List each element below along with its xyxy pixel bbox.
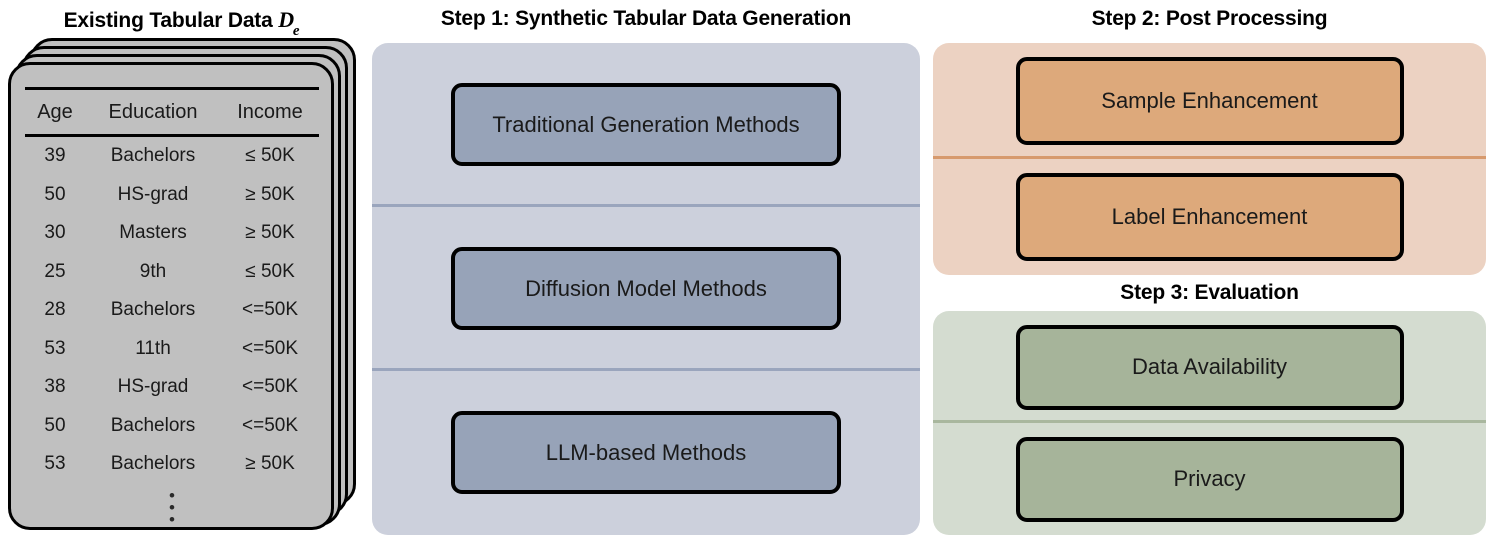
table-header: Age Education Income: [25, 87, 319, 137]
node-label: Sample Enhancement: [1101, 88, 1318, 113]
step1-divider-1: [372, 203, 920, 207]
cell-age: 50: [44, 183, 66, 205]
node-label: Traditional Generation Methods: [492, 111, 800, 137]
table-body: 39 Bachelors ≤ 50K 50 HS-grad ≥ 50K 30: [25, 136, 319, 484]
node-label: Privacy: [1173, 466, 1246, 491]
cell-education: 9th: [139, 260, 167, 282]
cell-education: HS-grad: [117, 376, 189, 397]
table-row: 39 Bachelors ≤ 50K: [25, 136, 319, 176]
cell-age: 53: [44, 453, 66, 474]
table-row: 38 HS-grad <=50K: [25, 368, 319, 407]
step2-divider-1: [933, 156, 1486, 159]
cell-age: 30: [44, 222, 66, 243]
cell-education: 11th: [135, 337, 171, 359]
cell-income: <=50K: [242, 376, 298, 397]
existing-data-title: Existing Tabular Data De: [8, 7, 356, 40]
cell-income: <=50K: [242, 299, 298, 320]
table-row: 50 HS-grad ≥ 50K: [25, 176, 319, 215]
step1-title: Step 1: Synthetic Tabular Data Generatio…: [440, 7, 852, 30]
cell-education: Bachelors: [110, 299, 196, 320]
node-sample-enhancement[interactable]: Sample Enhancement: [1015, 57, 1404, 145]
cell-education: Masters: [119, 222, 187, 243]
step2-row-label: Label Enhancement: [933, 159, 1486, 275]
cell-age: 50: [44, 414, 66, 436]
node-label: Data Availability: [1132, 354, 1287, 379]
node-llm-based-methods[interactable]: LLM-based Methods: [451, 411, 841, 495]
step3-row-availability: Data Availability: [933, 311, 1486, 423]
table-card-stack: Age Education Income 39 Bachelors ≤ 50K: [8, 38, 360, 530]
step3-panel: Data Availability Privacy: [933, 311, 1486, 535]
cell-income: ≤ 50K: [245, 260, 295, 282]
dataset-symbol: D: [278, 7, 294, 32]
cell-income: ≥ 50K: [245, 183, 295, 205]
table-row: 28 Bachelors <=50K: [25, 291, 319, 330]
table-card-front: Age Education Income 39 Bachelors ≤ 50K: [8, 62, 334, 530]
step2-panel: Sample Enhancement Label Enhancement: [933, 43, 1486, 275]
node-privacy[interactable]: Privacy: [1015, 436, 1404, 522]
node-label: Label Enhancement: [1111, 204, 1308, 229]
existing-data-column: Existing Tabular Data De Age Education I…: [8, 0, 364, 546]
table-row: 25 9th ≤ 50K: [25, 253, 319, 292]
column-header-income: Income: [221, 87, 319, 137]
table-row: 30 Masters ≥ 50K: [25, 214, 319, 253]
table-row: 50 Bachelors <=50K: [25, 407, 319, 446]
node-label: Diffusion Model Methods: [525, 275, 767, 301]
node-label-enhancement[interactable]: Label Enhancement: [1015, 173, 1404, 261]
cell-age: 39: [44, 145, 66, 166]
step1-divider-2: [372, 367, 920, 371]
node-diffusion-model-methods[interactable]: Diffusion Model Methods: [451, 247, 841, 331]
table-row: 53 11th <=50K: [25, 330, 319, 369]
existing-data-title-text: Existing Tabular Data: [63, 9, 273, 32]
step3-divider-1: [933, 420, 1486, 423]
table-continuation-dots: • • •: [169, 485, 175, 529]
cell-income: ≥ 50K: [245, 453, 295, 474]
steps-2-3-column: Step 2: Post Processing Sample Enhanceme…: [933, 0, 1486, 546]
step3-title: Step 3: Evaluation: [1120, 281, 1299, 304]
cell-age: 28: [44, 299, 66, 320]
cell-income: ≤ 50K: [245, 145, 295, 166]
cell-income: <=50K: [242, 414, 298, 436]
node-data-availability[interactable]: Data Availability: [1015, 324, 1404, 410]
step1-column: Step 1: Synthetic Tabular Data Generatio…: [372, 0, 920, 546]
step1-row-diffusion: Diffusion Model Methods: [372, 207, 920, 371]
step1-panel: Traditional Generation Methods Diffusion…: [372, 43, 920, 535]
step2-row-sample: Sample Enhancement: [933, 43, 1486, 159]
table-header-row: Age Education Income: [25, 87, 319, 137]
node-label: LLM-based Methods: [545, 439, 747, 465]
cell-education: Bachelors: [110, 453, 196, 474]
cell-age: 53: [44, 337, 66, 359]
column-header-age: Age: [25, 87, 85, 137]
tabular-data-table: Age Education Income 39 Bachelors ≤ 50K: [25, 87, 319, 484]
dataset-symbol-subscript: e: [292, 23, 300, 40]
cell-age: 38: [44, 376, 66, 397]
table-row: 53 Bachelors ≥ 50K: [25, 445, 319, 484]
node-traditional-generation-methods[interactable]: Traditional Generation Methods: [451, 83, 841, 167]
cell-education: Bachelors: [110, 414, 196, 436]
cell-education: HS-grad: [117, 183, 189, 205]
tabular-data-table-wrapper: Age Education Income 39 Bachelors ≤ 50K: [25, 87, 319, 529]
column-header-education: Education: [85, 87, 221, 137]
cell-age: 25: [44, 260, 66, 282]
cell-education: Bachelors: [110, 145, 196, 166]
step1-row-llm: LLM-based Methods: [372, 371, 920, 535]
step3-row-privacy: Privacy: [933, 423, 1486, 535]
step1-row-traditional: Traditional Generation Methods: [372, 43, 920, 207]
cell-income: <=50K: [242, 337, 298, 359]
step2-title: Step 2: Post Processing: [1091, 7, 1328, 30]
cell-income: ≥ 50K: [245, 222, 295, 243]
